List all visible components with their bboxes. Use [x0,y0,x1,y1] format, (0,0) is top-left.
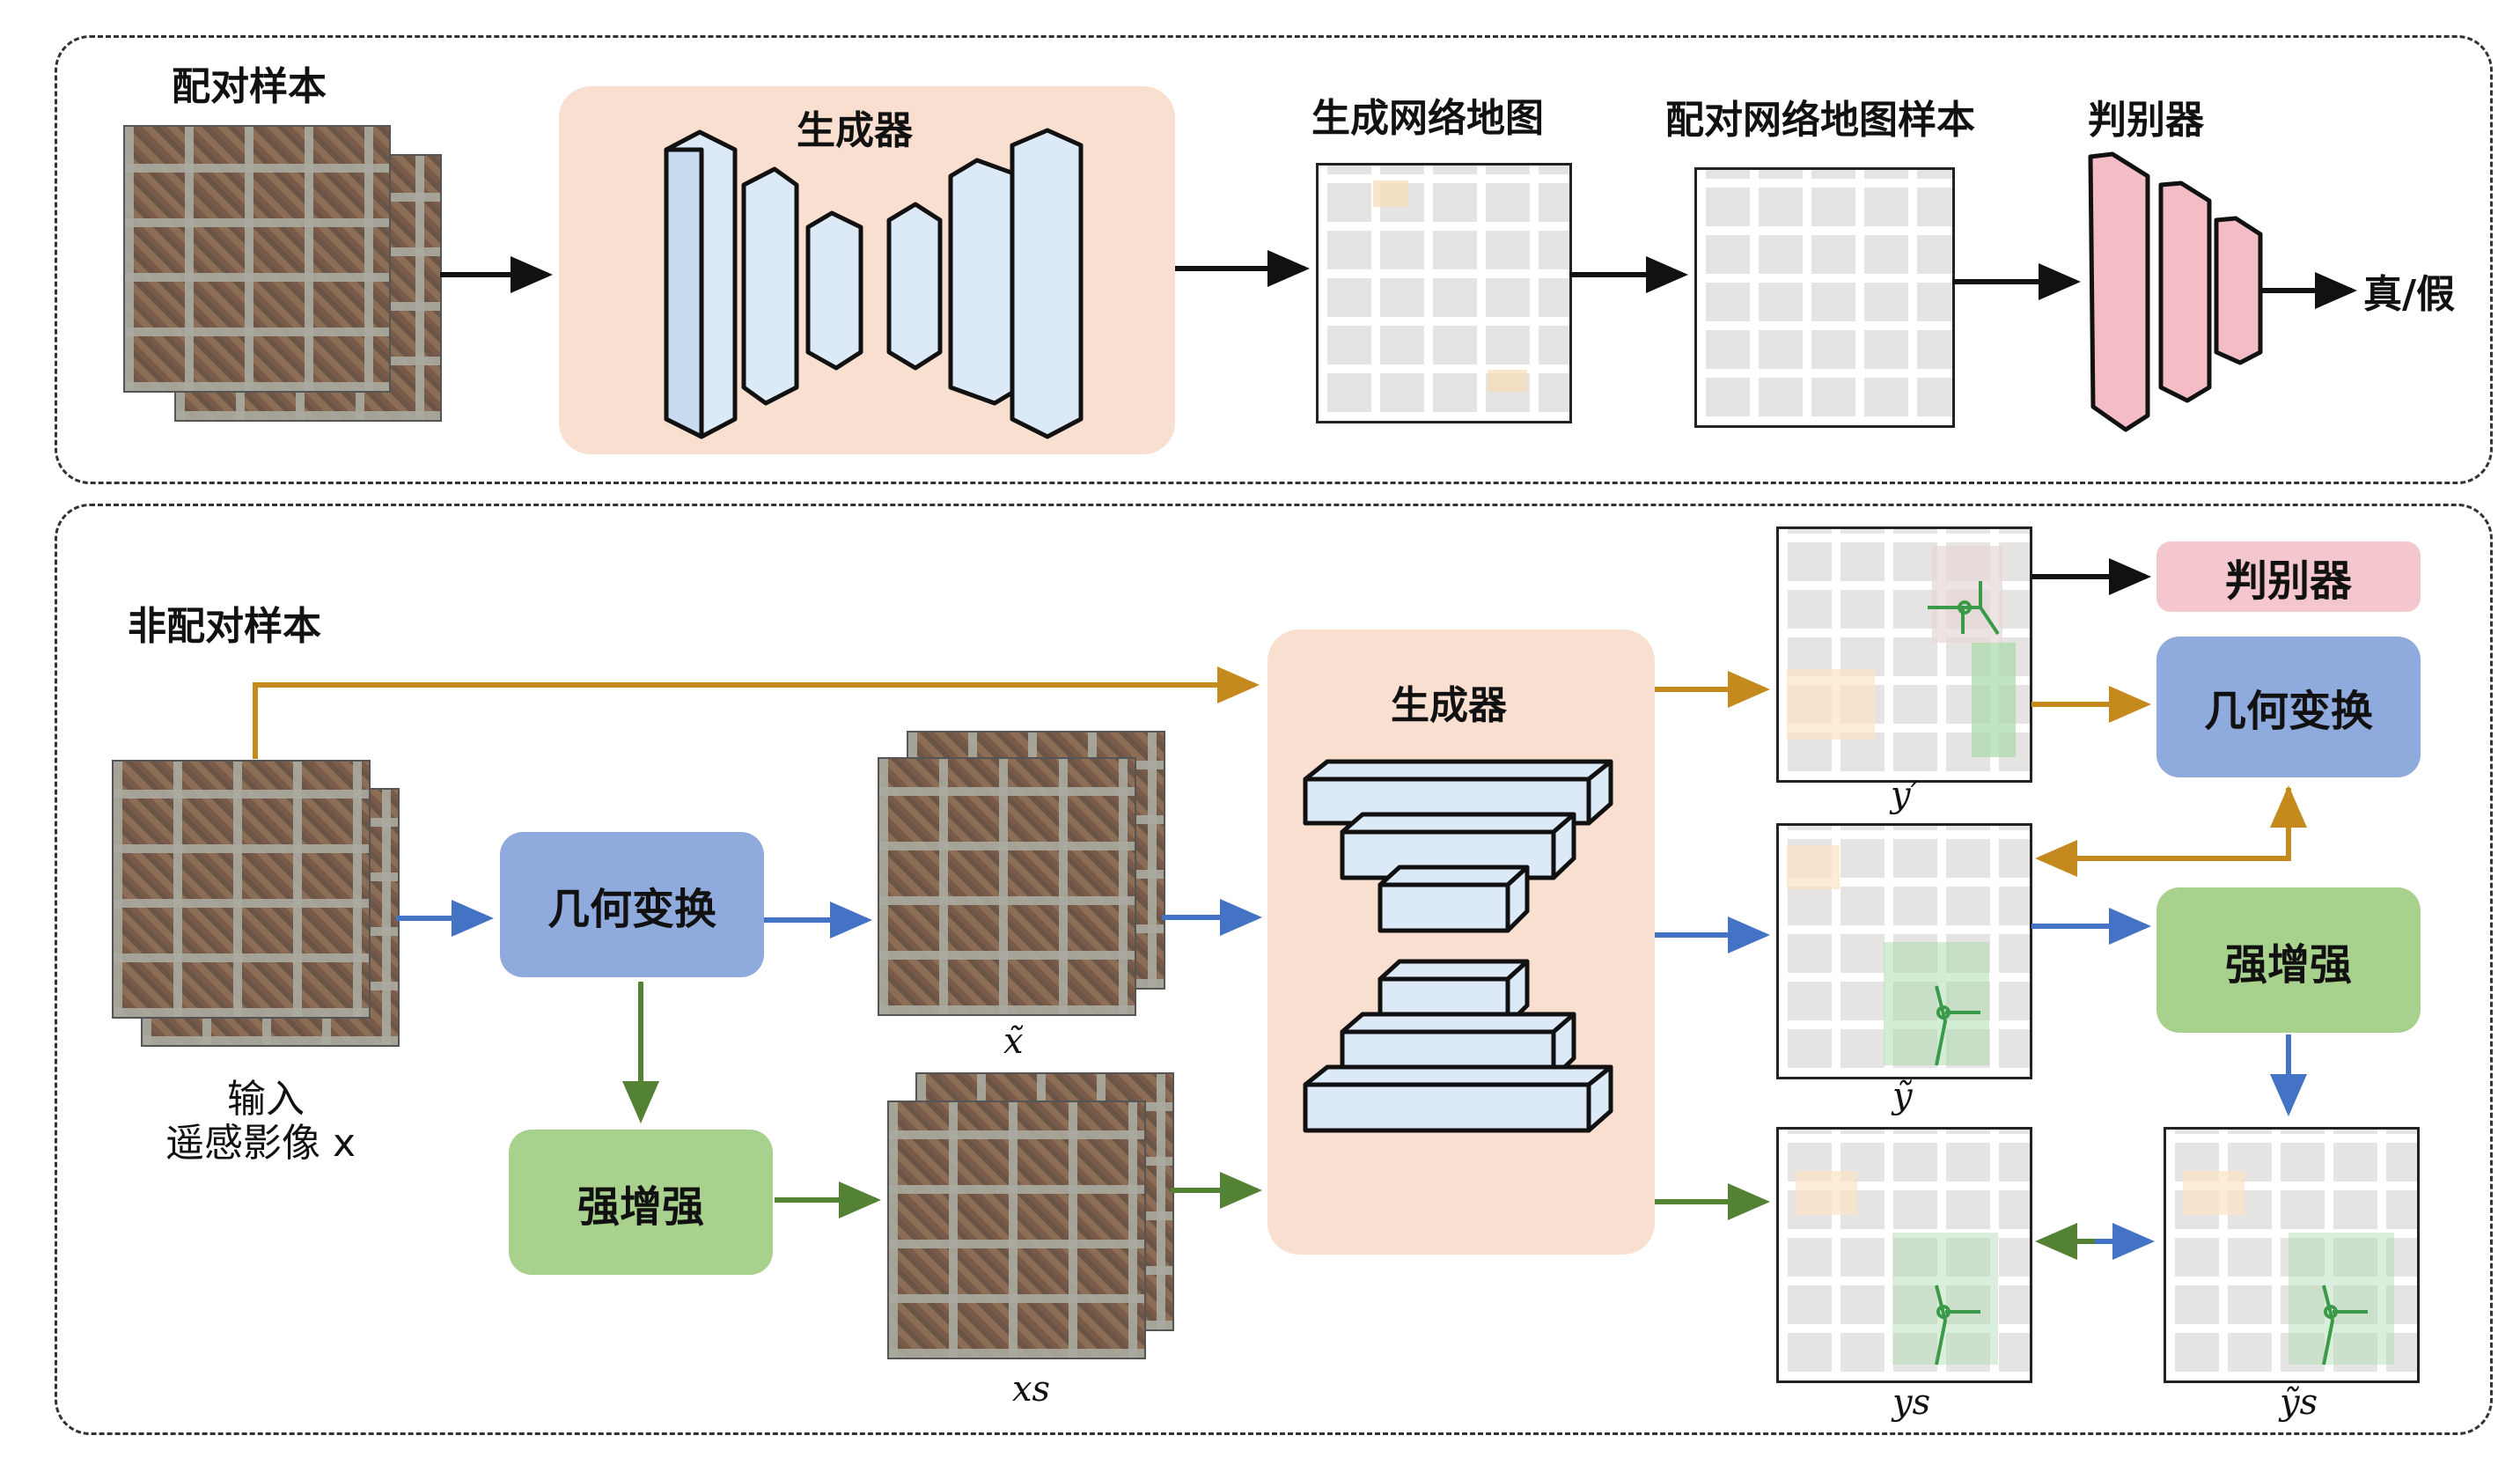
right-geometric-transform-box: 几何变换 [2156,637,2421,777]
input-satellite-image-front [112,760,371,1019]
strong-augmentation-box: 强增强 [509,1130,773,1275]
top-discriminator-label: 判别器 [2088,98,2204,143]
top-arrows [440,250,2357,309]
paired-map-image [1694,167,1955,428]
x-s-label: xs [1012,1369,1051,1410]
x-tilde-image-front [878,757,1136,1016]
map-green-paths [1928,581,2368,1366]
input-label-line2: 遥感影像 x [165,1121,356,1166]
y-tilde-label: ỹ [1892,1076,1913,1116]
bottom-generator-label: 生成器 [1391,683,1507,728]
right-strong-augmentation-box: 强增强 [2156,887,2421,1033]
y-s-map [1776,1127,2032,1383]
bottom-arrows-blue [396,899,2307,1260]
generated-map-label: 生成网络地图 [1311,96,1544,141]
bottom-arrows-green [622,982,2095,1260]
input-label-line1: 输入 [227,1077,305,1122]
paired-satellite-image-front [123,125,391,393]
generated-map-image [1316,163,1572,423]
paired-panel [55,35,2493,484]
real-fake-label: 真/假 [2363,272,2456,317]
x-tilde-label: x̃ [1003,1021,1024,1062]
bottom-arrows-gold [253,666,2307,877]
y-tilde-s-label: ỹs [2280,1382,2318,1423]
paired-map-label: 配对网络地图样本 [1665,98,1975,143]
y-s-label: ys [1892,1382,1931,1423]
paired-samples-label: 配对样本 [172,64,327,109]
bottom-discriminator-box: 判别器 [2156,541,2421,612]
x-s-image-front [887,1101,1146,1359]
map-decorations [1373,180,2394,1365]
bottom-generator-box [1267,629,1655,1255]
unpaired-panel [55,504,2493,1435]
top-generator-label: 生成器 [797,108,913,153]
y-prime-label: y′ [1891,775,1919,815]
geometric-transform-box: 几何变换 [500,832,764,977]
unpaired-samples-label: 非配对样本 [128,604,321,649]
top-generator-layers [664,128,1084,439]
bottom-generator-layers [1303,759,1613,1133]
top-discriminator-layers [2088,151,2263,432]
